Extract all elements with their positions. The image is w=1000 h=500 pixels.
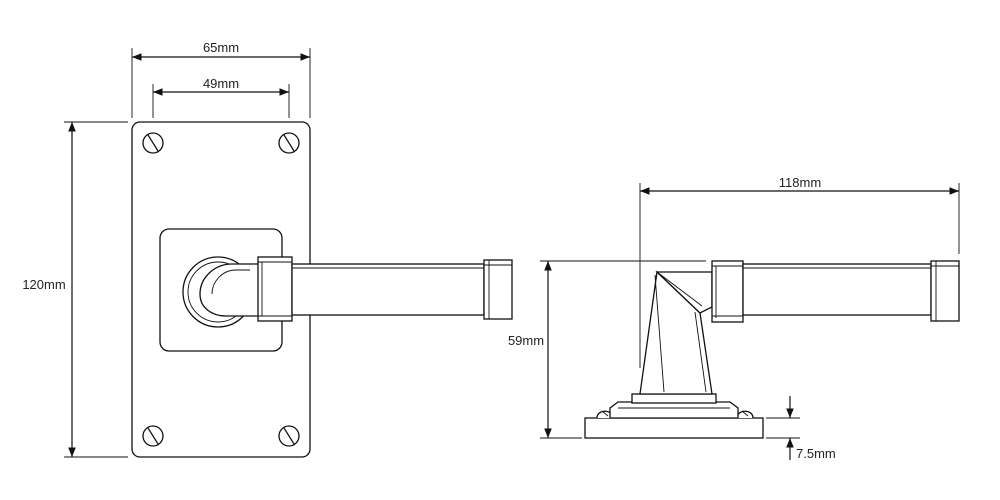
side-dimensions: 118mm 59mm 7.5mm (508, 175, 960, 461)
dim-projection: 59mm (508, 333, 544, 348)
dim-lever-length: 118mm (779, 175, 821, 190)
front-view (131, 121, 513, 458)
lever-collar (257, 256, 293, 322)
dim-rose-thickness: 7.5mm (796, 446, 836, 461)
side-lever-end-cap (930, 260, 960, 322)
lever-neck (199, 263, 263, 317)
screw-top-right (278, 132, 300, 154)
dim-plate-height: 120mm (22, 277, 65, 292)
screw-bottom-right (278, 425, 300, 447)
side-collar (711, 260, 744, 323)
screw-top-left (142, 132, 164, 154)
front-dimensions: 65mm 49mm 120mm (22, 40, 311, 458)
side-rose (609, 401, 739, 419)
side-view (584, 260, 960, 439)
side-back-plate (584, 417, 764, 439)
side-lever-bar (742, 263, 932, 316)
dim-plate-width: 65mm (203, 40, 239, 55)
lever-bar (291, 263, 485, 316)
screw-bottom-left (142, 425, 164, 447)
dim-screw-spacing: 49mm (203, 76, 239, 91)
lever-end-cap (483, 259, 513, 320)
